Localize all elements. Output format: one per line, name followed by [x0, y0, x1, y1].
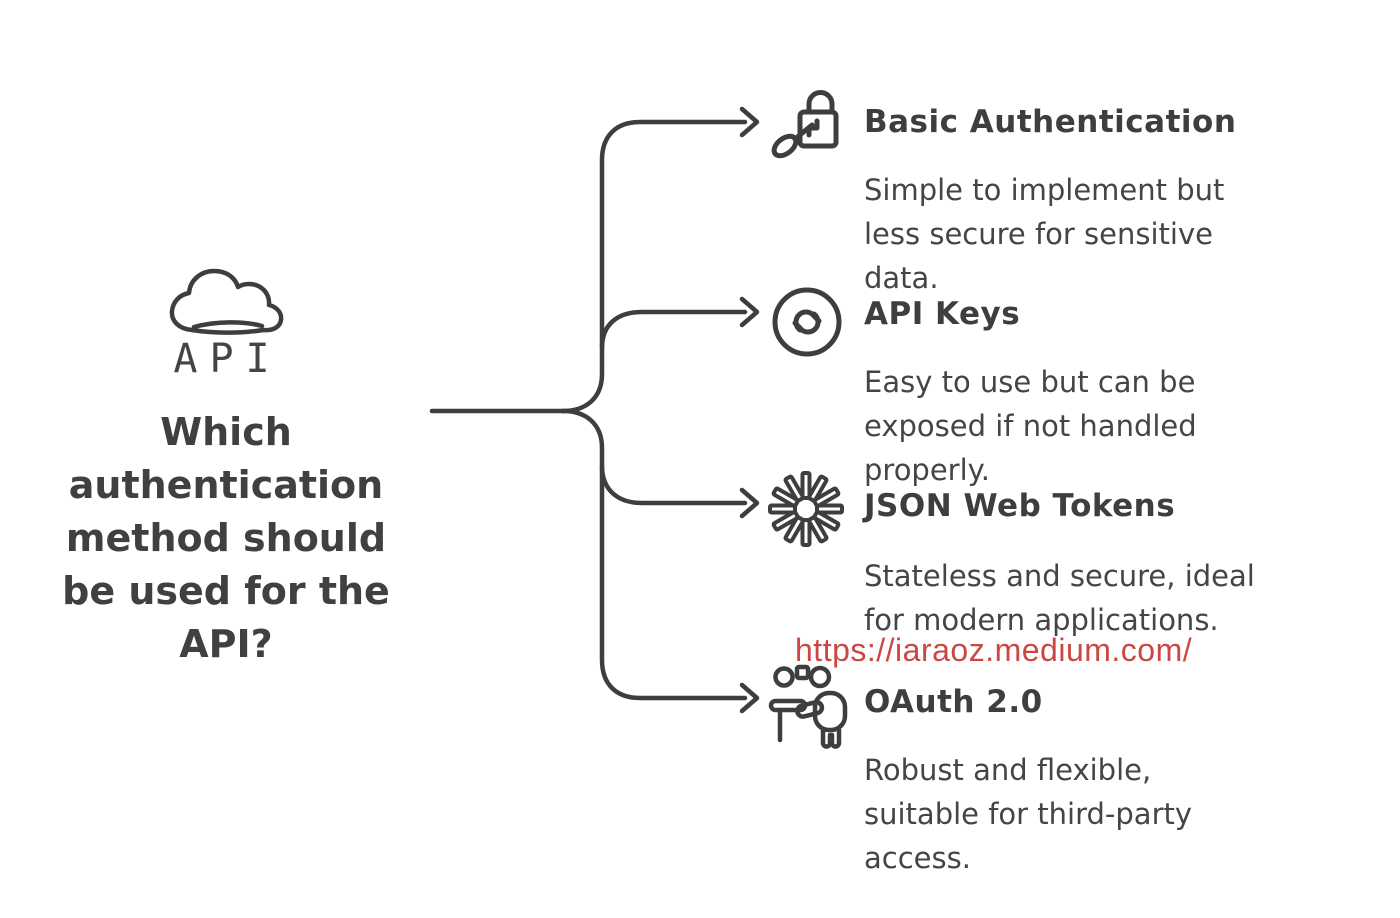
branch-title-jwt: JSON Web Tokens	[864, 488, 1176, 524]
branch-desc-jwt: Stateless and secure, ideal for modern a…	[864, 559, 1255, 637]
branch-desc-api-keys: Easy to use but can be exposed if not ha…	[864, 365, 1197, 487]
watermark-url: https://iaraoz.medium.com/	[795, 632, 1193, 668]
lock-key-icon	[763, 80, 847, 164]
api-node-label: API	[173, 336, 282, 382]
branch-desc-basic-auth: Simple to implement but less secure for …	[864, 173, 1225, 295]
branch-title-basic-auth: Basic Authentication	[864, 104, 1237, 140]
central-question: Which authentication method should be us…	[62, 410, 390, 666]
jwt-starburst-icon	[763, 466, 847, 550]
cloud-icon	[166, 264, 288, 342]
branch-desc-oauth: Robust and flexible, suitable for third-…	[864, 753, 1193, 875]
authenticator-circle-icon	[766, 281, 850, 365]
branch-title-oauth: OAuth 2.0	[864, 684, 1043, 720]
presenter-people-icon	[768, 662, 852, 749]
branch-title-api-keys: API Keys	[864, 296, 1021, 332]
